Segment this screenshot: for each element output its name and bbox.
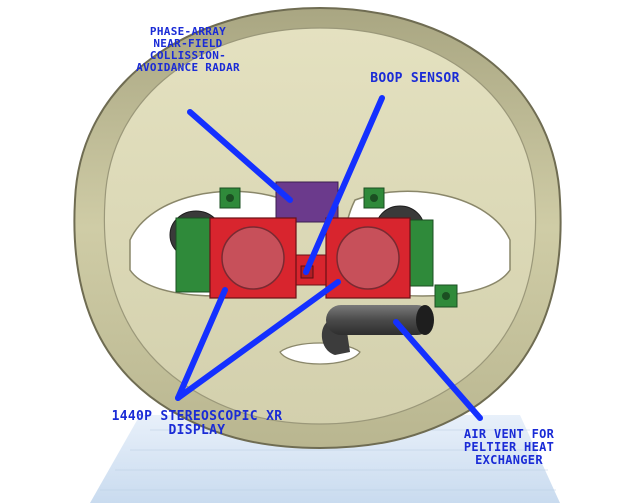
left-display-lens bbox=[221, 226, 285, 290]
boop-callout-line bbox=[303, 95, 385, 275]
radar-label: PHASE-ARRAY NEAR-FIELD COLLISSION- AVOID… bbox=[136, 25, 240, 75]
vent-callout-line bbox=[393, 319, 483, 421]
boop-sensor-label: BOOP SENSOR bbox=[370, 71, 460, 86]
air-vent-opening bbox=[416, 305, 434, 335]
vent-label: AIR VENT FOR PELTIER HEAT EXCHANGER bbox=[463, 427, 555, 468]
right-display-lens bbox=[336, 226, 400, 290]
vent-sensor-dot bbox=[442, 292, 450, 300]
left-sensor-dot bbox=[226, 194, 234, 202]
display-callout-line-right bbox=[175, 279, 341, 401]
workplane-floor bbox=[90, 415, 560, 503]
radar-callout-line bbox=[187, 109, 293, 203]
display-label: 1440P STEREOSCOPIC XR DISPLAY bbox=[111, 409, 283, 439]
left-green-board bbox=[175, 217, 217, 293]
display-callout-line-left bbox=[175, 287, 228, 401]
right-sensor-dot bbox=[370, 194, 378, 202]
air-vent-pipe bbox=[326, 305, 432, 335]
callout-lines bbox=[175, 95, 483, 421]
